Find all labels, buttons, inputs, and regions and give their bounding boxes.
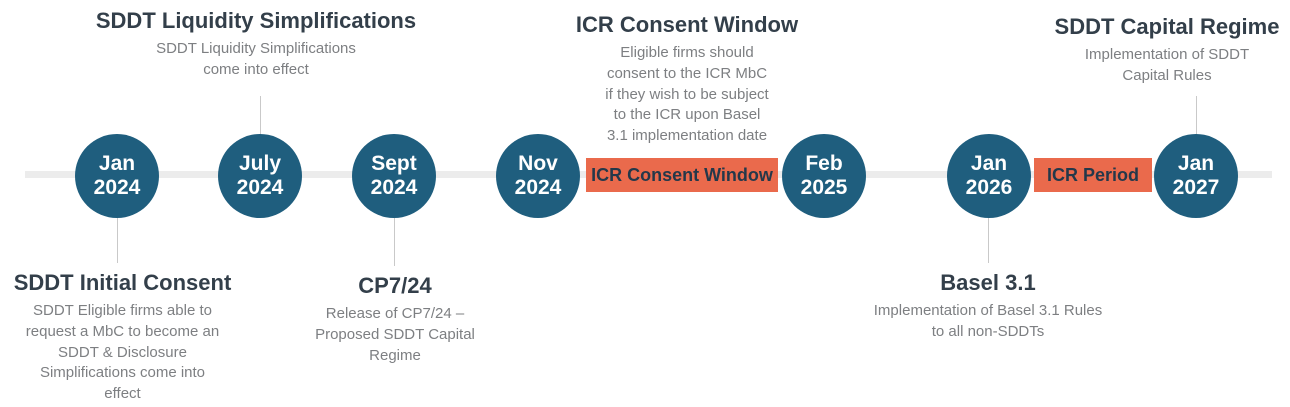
callout-description: SDDT Liquidity Simplifications come into… [156, 40, 356, 79]
node-year: 2024 [514, 176, 562, 199]
connector-jan-2024 [117, 218, 118, 263]
node-year: 2024 [93, 176, 141, 199]
callout-title: SDDT Initial Consent [13, 270, 232, 295]
callout-title: Basel 3.1 [940, 270, 1036, 295]
connector-sept-2024 [394, 218, 395, 266]
callout-basel-3-1: Basel 3.1 Implementation of Basel 3.1 Ru… [838, 270, 1138, 343]
node-year: 2025 [800, 176, 848, 199]
period-bar-label: ICR Consent Window [591, 164, 773, 185]
node-year: 2024 [370, 176, 418, 199]
timeline-node-jan-2027: Jan 2027 [1154, 134, 1238, 218]
callout-description: SDDT Eligible firms able to request a Mb… [25, 302, 220, 403]
timeline-node-feb-2025: Feb 2025 [782, 134, 866, 218]
period-bar-label: ICR Period [1046, 164, 1139, 185]
timeline-node-jan-2024: Jan 2024 [75, 134, 159, 218]
callout-title: ICR Consent Window [575, 12, 799, 37]
callout-cp7-24: CP7/24 Release of CP7/24 – Proposed SDDT… [285, 273, 505, 366]
callout-description: Release of CP7/24 – Proposed SDDT Capita… [315, 305, 475, 364]
timeline-node-july-2024: July 2024 [218, 134, 302, 218]
connector-jan-2027 [1196, 96, 1197, 134]
node-month: Jan [98, 151, 136, 175]
callout-icr-consent-window: ICR Consent Window Eligible firms should… [537, 12, 837, 147]
node-month: Feb [805, 151, 843, 175]
callout-description: Implementation of SDDT Capital Rules [1084, 46, 1250, 85]
node-year: 2024 [236, 176, 284, 199]
connector-july-2024 [260, 96, 261, 134]
timeline-node-sept-2024: Sept 2024 [352, 134, 436, 218]
node-year: 2026 [965, 176, 1013, 199]
period-bar-icr-consent-window: ICR Consent Window [586, 158, 778, 192]
timeline-node-jan-2026: Jan 2026 [947, 134, 1031, 218]
node-month: July [238, 151, 282, 175]
node-month: Jan [1177, 151, 1215, 175]
node-year: 2027 [1172, 176, 1220, 199]
callout-description: Eligible firms should consent to the ICR… [605, 44, 769, 145]
callout-title: SDDT Liquidity Simplifications [95, 8, 417, 33]
callout-sddt-liquidity-simplifications: SDDT Liquidity Simplifications SDDT Liqu… [76, 8, 436, 81]
connector-jan-2026 [988, 218, 989, 263]
node-month: Nov [518, 151, 558, 175]
callout-sddt-initial-consent: SDDT Initial Consent SDDT Eligible firms… [0, 270, 245, 405]
callout-description: Implementation of Basel 3.1 Rules to all… [873, 302, 1103, 341]
callout-title: SDDT Capital Regime [1054, 14, 1280, 39]
timeline-node-nov-2024: Nov 2024 [496, 134, 580, 218]
node-month: Jan [970, 151, 1008, 175]
callout-title: CP7/24 [358, 273, 432, 298]
node-month: Sept [371, 151, 417, 175]
callout-sddt-capital-regime: SDDT Capital Regime Implementation of SD… [1037, 14, 1290, 87]
period-bar-icr-period: ICR Period [1034, 158, 1152, 192]
